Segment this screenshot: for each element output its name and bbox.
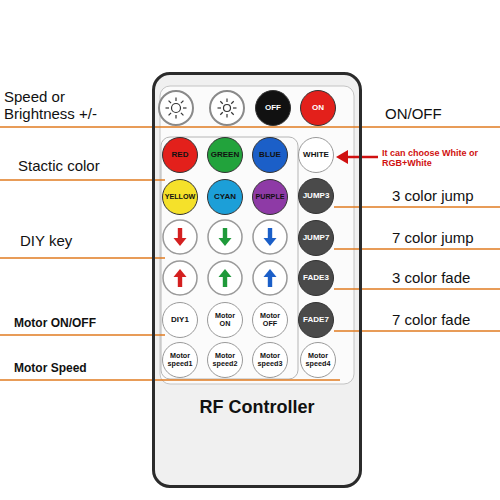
round-button: CYAN xyxy=(207,179,243,215)
button-label: BLUE xyxy=(257,151,283,159)
button-label: Motor speed1 xyxy=(163,352,197,367)
remote-title: RF Controller xyxy=(155,397,359,418)
callout-label: Motor ON/OFF xyxy=(14,317,96,331)
remote-body xyxy=(152,72,362,488)
button-label: CYAN xyxy=(212,193,238,201)
remote-housing: RF Controller OFF ON RED GREEN BLUE WHITE YELLO… xyxy=(152,72,362,488)
diy-arrow-buttons xyxy=(163,220,287,295)
leader-lines xyxy=(0,127,500,380)
round-button: GREEN xyxy=(207,137,243,173)
button-label: JUMP3 xyxy=(301,192,332,200)
button-label: Motor OFF xyxy=(253,312,287,327)
button-label: PURPLE xyxy=(253,193,286,201)
callout-label: 3 color jump xyxy=(392,187,474,204)
round-button: DIY1 xyxy=(162,302,198,338)
callout-label: Motor Speed xyxy=(14,362,87,376)
round-button: FADE7 xyxy=(298,302,334,338)
round-button: YELLOW xyxy=(162,179,198,215)
callout-label: ON/OFF xyxy=(385,105,442,122)
round-button: JUMP7 xyxy=(298,220,334,256)
callout-label: 7 color fade xyxy=(392,311,470,328)
button-label: OFF xyxy=(263,104,283,112)
button-label: FADE3 xyxy=(301,274,331,282)
round-button: Motor ON xyxy=(207,302,243,338)
button-label: FADE7 xyxy=(301,316,331,324)
round-button: WHITE xyxy=(298,137,334,173)
callout-label: 3 color fade xyxy=(392,269,470,286)
round-button: FADE3 xyxy=(298,260,334,296)
button-label: ON xyxy=(310,104,326,112)
callout-label: DIY key xyxy=(20,232,72,249)
callout-label: It can choose White or RGB+White xyxy=(382,148,497,169)
round-button: JUMP3 xyxy=(298,178,334,214)
round-button: BLUE xyxy=(252,137,288,173)
round-button: PURPLE xyxy=(252,179,288,215)
button-label: GREEN xyxy=(209,151,241,159)
callout-label: Stactic color xyxy=(18,157,100,174)
button-label: Motor speed4 xyxy=(301,352,335,367)
round-button: Motor speed4 xyxy=(300,342,336,378)
round-button: Motor speed2 xyxy=(207,342,243,378)
round-button: OFF xyxy=(255,90,291,126)
button-panel xyxy=(160,86,354,384)
round-button: Motor OFF xyxy=(252,302,288,338)
brightness-buttons xyxy=(159,91,244,125)
button-label: RED xyxy=(170,151,191,159)
round-button: RED xyxy=(162,137,198,173)
button-label: YELLOW xyxy=(163,193,198,201)
button-label: Motor speed2 xyxy=(208,352,242,367)
round-button: Motor speed1 xyxy=(162,342,198,378)
callout-label: Speed or Brightness +/- xyxy=(4,88,116,123)
round-button: Motor speed3 xyxy=(252,342,288,378)
button-label: JUMP7 xyxy=(301,234,332,242)
button-label: DIY1 xyxy=(169,316,191,324)
button-group-outline xyxy=(161,137,298,379)
red-pointer-arrow xyxy=(336,150,378,164)
button-label: Motor ON xyxy=(208,312,242,327)
callout-label: 7 color jump xyxy=(392,229,474,246)
button-label: WHITE xyxy=(301,151,331,159)
round-button: ON xyxy=(300,90,336,126)
button-label: Motor speed3 xyxy=(253,352,287,367)
